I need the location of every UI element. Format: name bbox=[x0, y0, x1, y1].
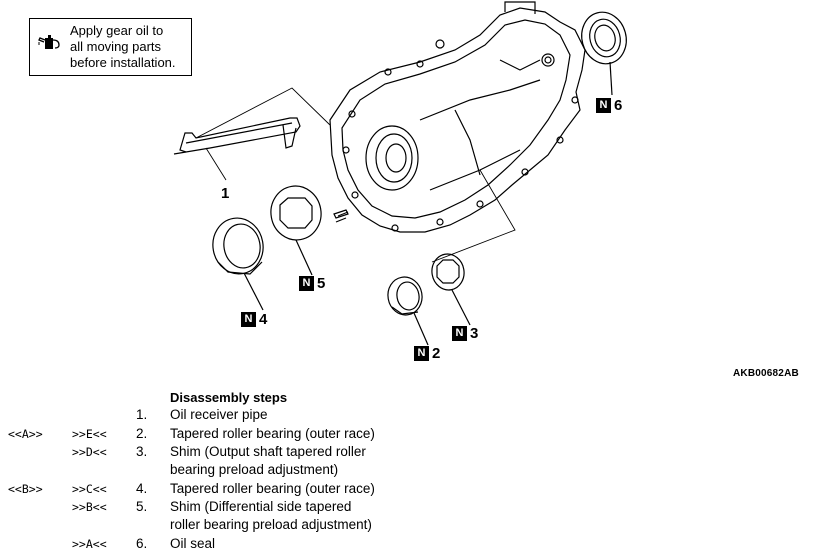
step-text: Shim (Output shaft tapered roller bbox=[170, 444, 366, 459]
new-part-badge: N bbox=[596, 98, 611, 113]
step-row: >>D<< 3. Shim (Output shaft tapered roll… bbox=[0, 443, 815, 461]
step-number: 4. bbox=[136, 481, 148, 496]
exploded-view-drawing bbox=[173, 1, 627, 346]
transfer-case-housing bbox=[329, 1, 586, 233]
removal-service-ref: >>B<< bbox=[72, 500, 107, 514]
oil-receiver-pipe bbox=[173, 117, 301, 155]
step-row-continued: roller bearing preload adjustment) bbox=[0, 516, 815, 534]
new-part-badge: N bbox=[414, 346, 429, 361]
step-text-continued: roller bearing preload adjustment) bbox=[170, 517, 372, 532]
step-number: 2. bbox=[136, 426, 148, 441]
step-text-continued: bearing preload adjustment) bbox=[170, 462, 339, 477]
callout-number: 6 bbox=[614, 97, 623, 114]
step-row: <<A>> >>E<< 2. Tapered roller bearing (o… bbox=[0, 425, 815, 443]
callout-number: 4 bbox=[259, 311, 268, 328]
new-part-badge: N bbox=[299, 276, 314, 291]
step-number: 5. bbox=[136, 499, 148, 514]
bearing-outer-race-part-4 bbox=[212, 217, 264, 311]
note-line-1: Apply gear oil to bbox=[70, 23, 164, 38]
callout-number: 2 bbox=[432, 345, 441, 362]
step-row: >>A<< 6. Oil seal bbox=[0, 535, 815, 553]
step-text: Oil receiver pipe bbox=[170, 407, 268, 422]
step-number: 1. bbox=[136, 407, 148, 422]
install-service-ref: <<A>> bbox=[8, 427, 43, 441]
oil-seal-part-6 bbox=[581, 11, 627, 96]
step-text: Shim (Differential side tapered bbox=[170, 499, 352, 514]
step-row: >>B<< 5. Shim (Differential side tapered bbox=[0, 498, 815, 516]
removal-service-ref: >>A<< bbox=[72, 537, 107, 551]
new-part-badge: N bbox=[241, 312, 256, 327]
steps-title: Disassembly steps bbox=[170, 390, 288, 405]
note-box: Apply gear oil to all moving parts befor… bbox=[29, 18, 192, 76]
step-text: Tapered roller bearing (outer race) bbox=[170, 481, 375, 496]
note-line-3: before installation. bbox=[70, 55, 176, 70]
step-number: 3. bbox=[136, 444, 148, 459]
step-number: 6. bbox=[136, 536, 148, 551]
step-text: Tapered roller bearing (outer race) bbox=[170, 426, 375, 441]
removal-service-ref: >>C<< bbox=[72, 482, 107, 496]
step-row: 1. Oil receiver pipe bbox=[0, 406, 815, 424]
step-text: Oil seal bbox=[170, 536, 216, 551]
oil-can-icon bbox=[38, 35, 60, 49]
removal-service-ref: >>D<< bbox=[72, 445, 107, 459]
dowel-pin bbox=[333, 209, 349, 219]
step-row: <<B>> >>C<< 4. Tapered roller bearing (o… bbox=[0, 480, 815, 498]
install-service-ref: <<B>> bbox=[8, 482, 43, 496]
callout-number: 5 bbox=[317, 275, 326, 292]
removal-service-ref: >>E<< bbox=[72, 427, 107, 441]
step-row-continued: bearing preload adjustment) bbox=[0, 461, 815, 479]
callout-number: 3 bbox=[470, 325, 479, 342]
bearing-outer-race-part-2 bbox=[387, 276, 429, 346]
note-text: Apply gear oil to all moving parts befor… bbox=[70, 23, 176, 71]
note-line-2: all moving parts bbox=[70, 39, 162, 54]
shim-part-3 bbox=[431, 253, 471, 326]
shim-part-5 bbox=[270, 185, 322, 276]
callout-1: 1 bbox=[221, 186, 229, 202]
new-part-badge: N bbox=[452, 326, 467, 341]
callout-number: 1 bbox=[221, 185, 230, 202]
figure-reference-code: AKB00682AB bbox=[733, 368, 799, 379]
